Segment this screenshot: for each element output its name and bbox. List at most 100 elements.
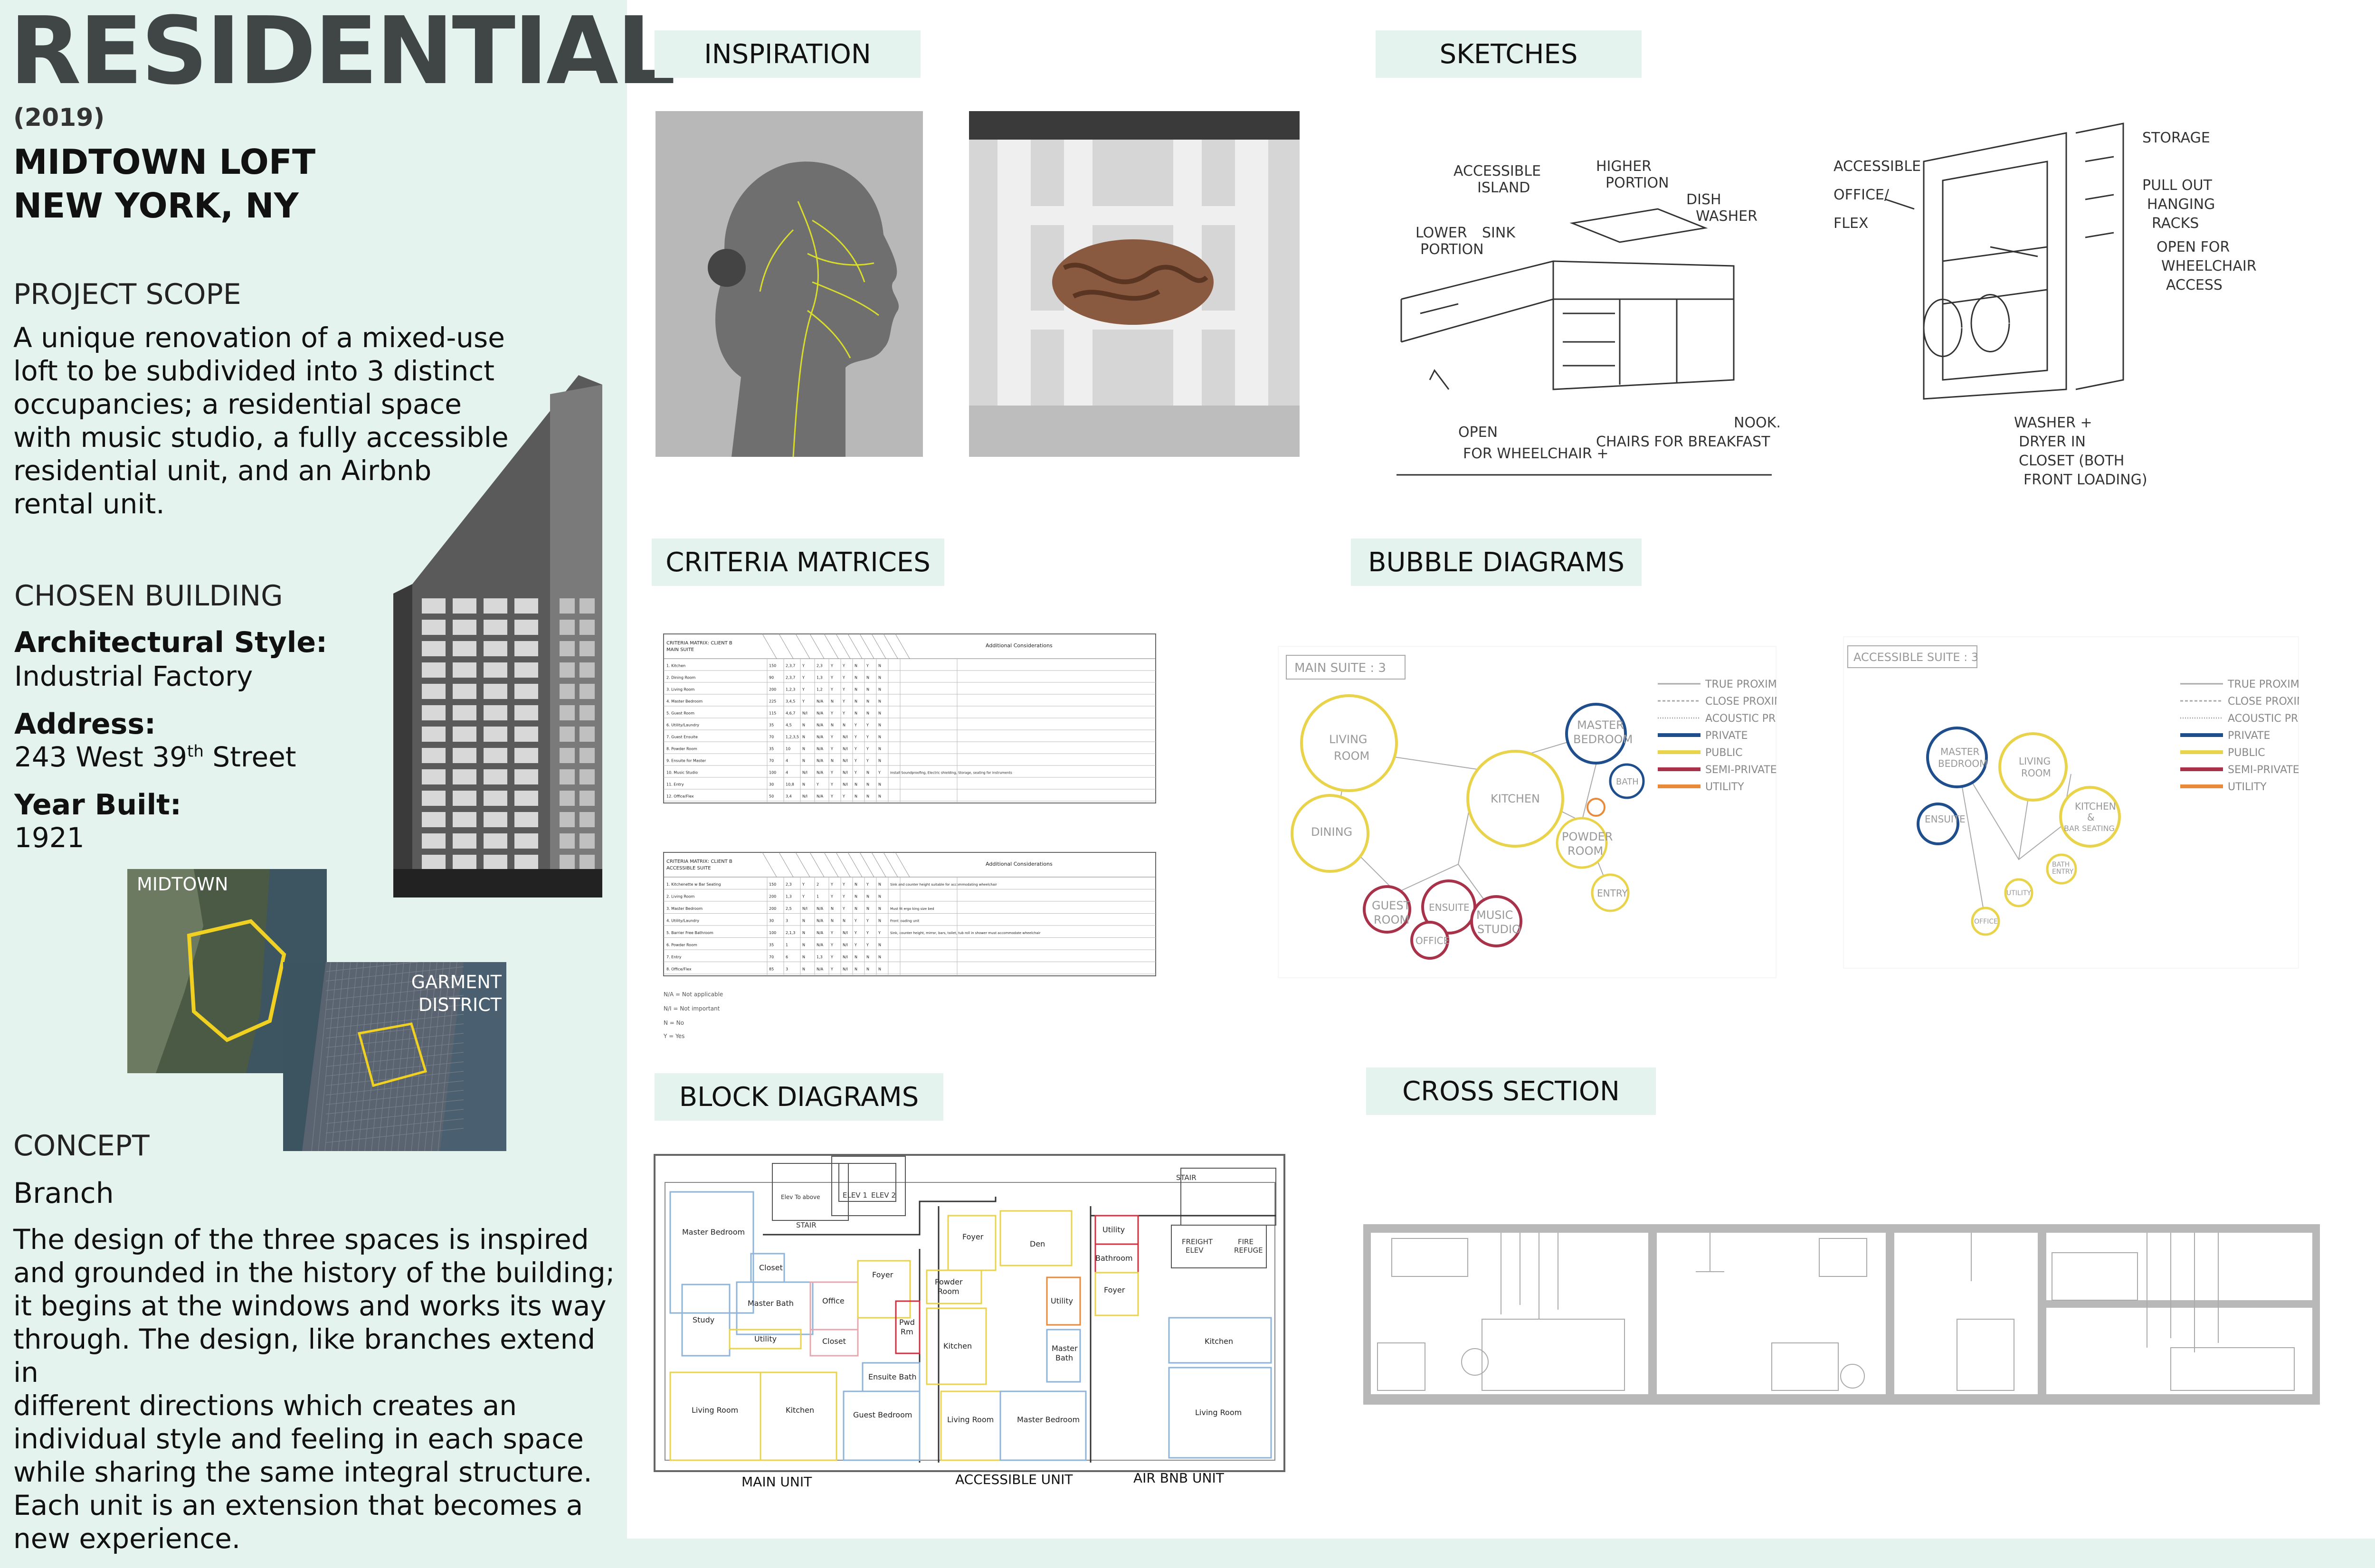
scope-text: A unique renovation of a mixed-use loft … [13,321,517,520]
map-street [325,985,464,1001]
matrix-cell: N [802,931,805,935]
matrix-header-divider [779,633,794,659]
matrix-title: ACCESSIBLE SUITE [666,866,711,871]
matrix-cell: Y [802,688,805,692]
matrix-cell: Y [816,783,819,787]
bubble-label: ENTRY [2052,868,2074,876]
bubble-diagrams-tab: BUBBLE DIAGRAMS [1351,538,1642,586]
room-label: Master Bath [748,1299,794,1308]
matrix-cell: 35 [769,723,774,727]
matrix-cell: N/I [843,967,848,971]
matrix-cell: Y [842,676,845,680]
legend-label: SEMI-PRIVATE [1705,764,1776,776]
map-street [431,962,451,1151]
building-window [453,833,476,849]
bubble-label: KITCHEN [2075,801,2116,812]
matrix-header-divider [824,633,839,659]
matrix-cell: N [866,771,869,775]
building-window [560,620,575,635]
bubble-label: KITCHEN [1491,792,1540,805]
matrix-cell: N [878,794,881,799]
matrix-cell: Y [802,699,805,704]
map-street [325,1071,464,1086]
sketch-note: CLOSET (BOTH [2019,453,2124,469]
sketch-note: STORAGE [2142,130,2210,146]
building-window [422,855,446,870]
matrix-cell: N [855,882,857,887]
building-window [514,620,538,635]
matrix-cell: N [866,783,869,787]
concept-line: while sharing the same integral structur… [13,1456,592,1488]
matrix-header-divider [779,852,794,878]
building-window [560,769,575,784]
matrix-cell: 90 [769,676,774,680]
matrix-legend-item: N/I = Not important [664,1005,720,1012]
matrix-cell: Y [830,664,833,668]
building-window [514,748,538,763]
room-label: Den [1030,1239,1045,1248]
matrix-title: CRITERIA MATRIX: CLIENT B [666,641,732,646]
matrix-cell: Install Soundproofing, Electric shieldin… [890,771,1012,775]
matrix-cell: 8. Powder Room [666,747,697,751]
matrix-cell: N [878,664,881,668]
matrix-notes-header: Additional Considerations [986,861,1053,867]
matrix-cell: 3,4,5 [786,699,795,704]
matrix-cell: 2,1,3 [786,931,795,935]
matrix-cell: 1,3 [817,955,823,959]
room-label: Master Bedroom [1017,1415,1080,1424]
bubble-label: BATH [1616,777,1639,787]
map-street [325,1118,464,1133]
bottom-strip [0,1539,2375,1568]
map-street [325,1128,464,1143]
building-window [422,684,446,699]
matrix-cell: N/A [817,759,824,763]
matrix-cell: N [878,699,881,704]
matrix-cell: 11. Entry [666,783,684,787]
map-street [371,962,391,1151]
matrix-cell: Sink and counter height suitable for acc… [890,883,997,887]
matrix-cell: 115 [769,711,776,716]
matrix-cell: Y [842,699,845,704]
building-window [560,812,575,827]
matrix-cell: N [855,783,857,787]
matrix-cell: N/A [817,794,824,799]
cross-section-tab: CROSS SECTION [1366,1067,1656,1115]
legend-label: ACOUSTIC PRIVACY [2228,713,2299,725]
bubble-label: ROOM [1568,844,1603,858]
sketch-note: SINK [1482,225,1516,241]
matrix-cell: 1 [786,943,788,947]
scope-line: loft to be subdivided into 3 distinct [13,355,494,387]
matrix-cell: 2,5 [786,907,792,911]
legend-label: PUBLIC [1705,747,1743,759]
matrix-cell: Y [866,882,869,887]
matrix-cell: N [866,688,869,692]
building-window [453,748,476,763]
matrix-cell: N [855,664,857,668]
matrix-cell: 200 [769,907,776,911]
matrix-cell: N [802,967,805,971]
address-label: Address: [14,708,156,741]
legend-label: SEMI-PRIVATE [2228,764,2299,776]
criteria-matrices-tab: CRITERIA MATRICES [652,538,944,586]
sketch-note: FOR WHEELCHAIR + [1463,445,1609,462]
matrix-cell: Y [830,794,833,799]
sketch-note: WHEELCHAIR [2161,258,2256,274]
building-window [484,833,507,849]
matrix-cell: Y [854,771,857,775]
matrix-cell: Y [830,955,833,959]
room-label: Utility [1102,1225,1125,1234]
core-label: Elev To above [781,1194,820,1200]
map-street [325,1023,464,1039]
bubble-diagram-main-suite: MAIN SUITE : 3 TRUE PROXIMITYCLOSE PROXI… [1278,646,1776,978]
matrix-cell: N [855,676,857,680]
sketch-note: RACKS [2152,215,2199,232]
matrix-cell: 6. Powder Room [666,943,697,947]
matrix-header-divider [871,633,886,659]
building-window [453,769,476,784]
room-label: Rm [901,1327,913,1336]
matrix-cell: Y [866,664,869,668]
matrix-cell: N [878,918,881,923]
inspiration-tab: INSPIRATION [655,30,921,78]
building-window [514,598,538,614]
